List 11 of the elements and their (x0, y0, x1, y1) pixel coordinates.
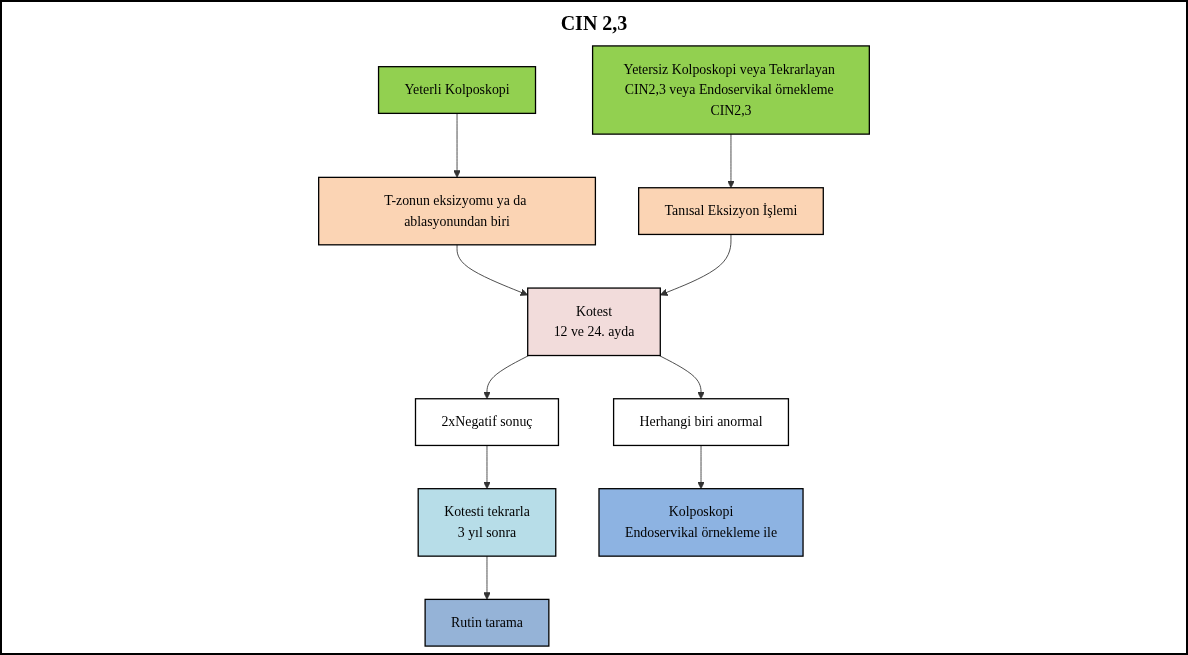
node-box: Herhangi biri anormal (612, 398, 790, 447)
node-box: Kotest 12 ve 24. ayda (527, 287, 661, 357)
node-box: Yeterli Kolposkopi (377, 66, 537, 115)
node-box: Tanısal Eksizyon İşlemi (638, 187, 824, 236)
node-box: T-zonun eksizyomu ya da ablasyonundan biri (318, 176, 597, 246)
node-box: Rutin tarama (424, 598, 550, 647)
node-box: Kotesti tekrarla 3 yıl sonra (417, 488, 557, 557)
node-box: 2xNegatif sonuç (414, 398, 560, 447)
node-box: Kolposkopi Endoservikal örnekleme ile (598, 488, 804, 557)
node-box: Yetersiz Kolposkopi veya Tekrarlayan CIN2,3 veya Endoservikal örnekleme CIN2,3 (591, 45, 870, 135)
title: CIN 2,3 (560, 12, 628, 35)
